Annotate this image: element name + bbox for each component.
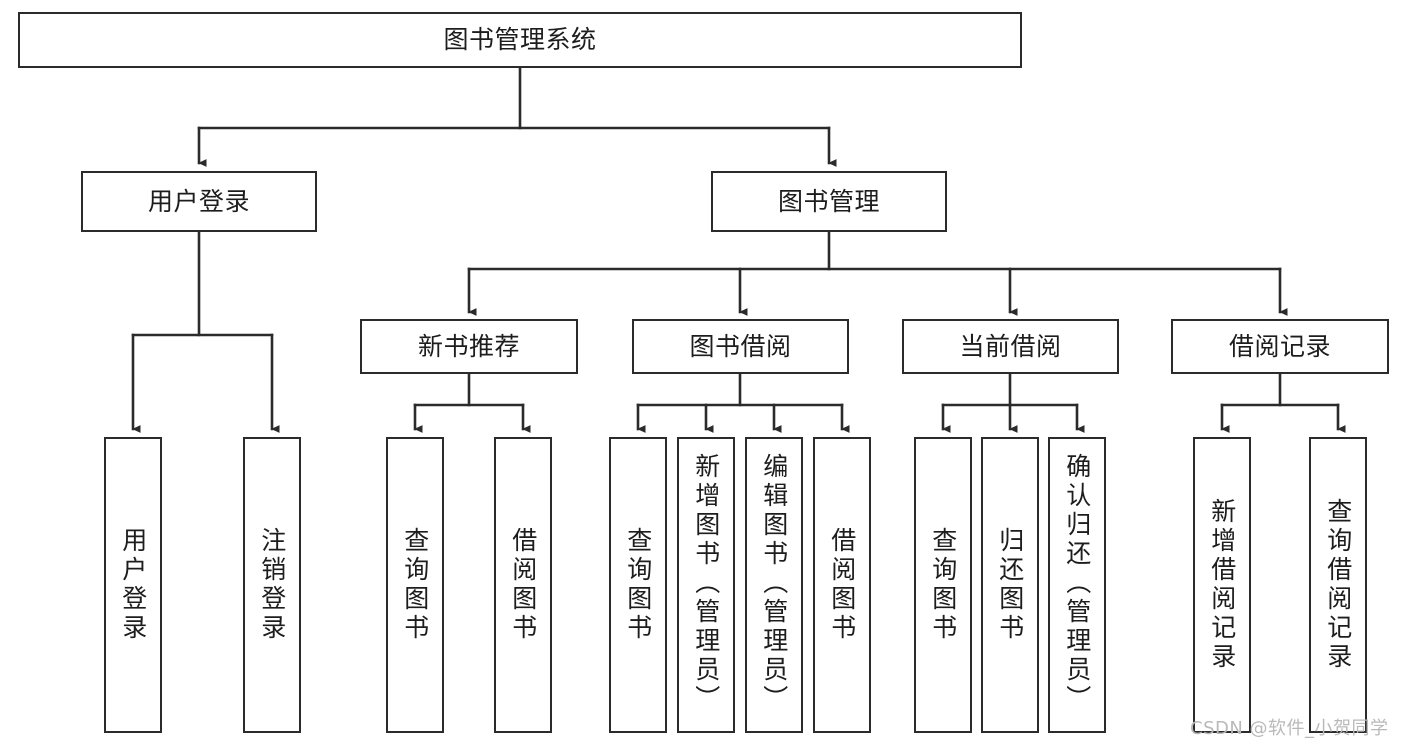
leaf-new-book-borrow[interactable]: 借阅图书 — [494, 437, 552, 733]
leaf-current-query-book[interactable]: 查询图书 — [914, 437, 972, 733]
leaf-add-book-admin-label: 新增图书（管理员） — [691, 453, 721, 714]
node-book-borrow[interactable]: 图书借阅 — [632, 319, 849, 374]
node-current-borrow[interactable]: 当前借阅 — [902, 319, 1119, 374]
node-new-book-recommend-label: 新书推荐 — [417, 331, 520, 361]
node-borrow-record-label: 借阅记录 — [1228, 331, 1331, 361]
leaf-borrow-query-book[interactable]: 查询图书 — [609, 437, 667, 733]
leaf-new-book-query[interactable]: 查询图书 — [386, 437, 444, 733]
leaf-add-borrow-record-label: 新增借阅记录 — [1207, 498, 1237, 672]
leaf-borrow-book-label: 借阅图书 — [827, 527, 857, 643]
leaf-borrow-book[interactable]: 借阅图书 — [813, 437, 871, 733]
leaf-add-borrow-record[interactable]: 新增借阅记录 — [1193, 437, 1251, 733]
leaf-borrow-query-book-label: 查询图书 — [623, 527, 653, 643]
leaf-return-book-label: 归还图书 — [995, 527, 1025, 643]
leaf-user-login[interactable]: 用户登录 — [104, 437, 162, 733]
node-new-book-recommend[interactable]: 新书推荐 — [360, 319, 578, 374]
watermark: CSDN @软件_小贺同学 — [1190, 718, 1389, 739]
node-root[interactable]: 图书管理系统 — [18, 12, 1022, 68]
leaf-confirm-return-admin-label: 确认归还（管理员） — [1062, 453, 1092, 714]
node-book-borrow-label: 图书借阅 — [689, 331, 792, 361]
leaf-add-book-admin[interactable]: 新增图书（管理员） — [677, 437, 735, 733]
node-current-borrow-label: 当前借阅 — [959, 331, 1062, 361]
leaf-query-borrow-record-label: 查询借阅记录 — [1323, 498, 1353, 672]
node-book-management[interactable]: 图书管理 — [711, 171, 947, 232]
leaf-logout[interactable]: 注销登录 — [243, 437, 301, 733]
node-user-login-label: 用户登录 — [147, 186, 250, 216]
leaf-confirm-return-admin[interactable]: 确认归还（管理员） — [1048, 437, 1106, 733]
leaf-edit-book-admin[interactable]: 编辑图书（管理员） — [745, 437, 803, 733]
leaf-logout-label: 注销登录 — [257, 527, 287, 643]
node-root-label: 图书管理系统 — [443, 25, 597, 55]
node-user-login[interactable]: 用户登录 — [81, 171, 317, 232]
leaf-user-login-label: 用户登录 — [118, 527, 148, 643]
leaf-new-book-query-label: 查询图书 — [400, 527, 430, 643]
leaf-new-book-borrow-label: 借阅图书 — [508, 527, 538, 643]
leaf-return-book[interactable]: 归还图书 — [981, 437, 1039, 733]
leaf-query-borrow-record[interactable]: 查询借阅记录 — [1309, 437, 1367, 733]
leaf-edit-book-admin-label: 编辑图书（管理员） — [759, 453, 789, 714]
leaf-current-query-book-label: 查询图书 — [928, 527, 958, 643]
node-borrow-record[interactable]: 借阅记录 — [1171, 319, 1389, 374]
node-book-management-label: 图书管理 — [777, 186, 880, 216]
